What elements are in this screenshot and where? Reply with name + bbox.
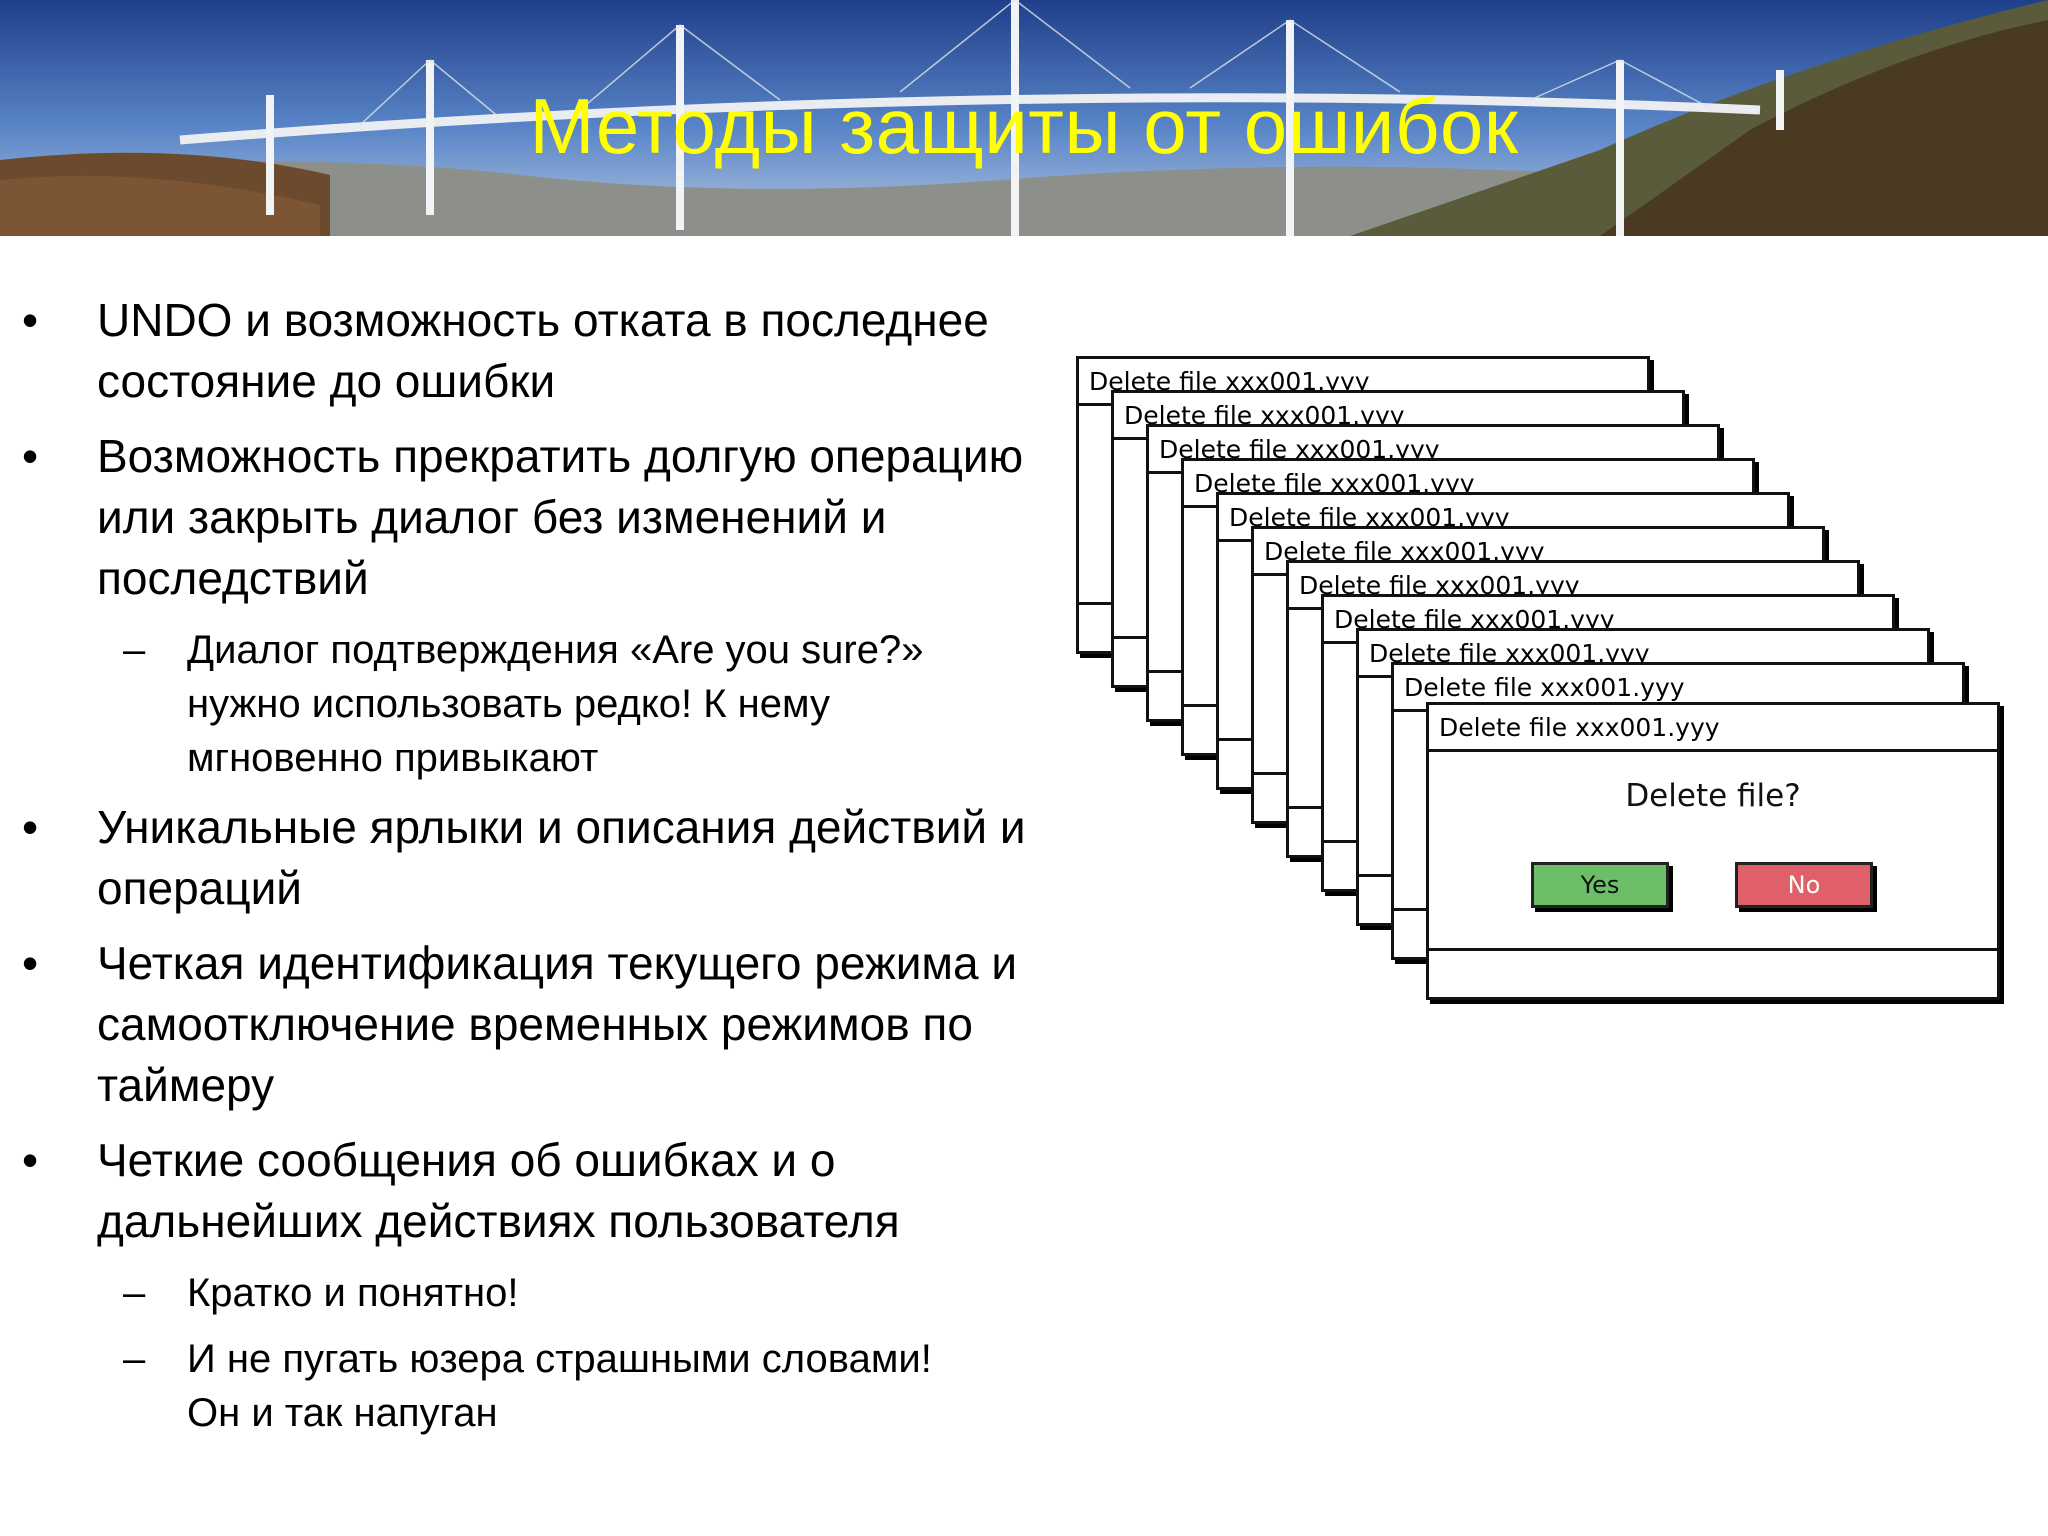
bullet-item: • Четкие сообщения об ошибках и о дальне… — [0, 1130, 1027, 1252]
bullet-text: Уникальные ярлыки и описания действий и … — [97, 801, 1026, 914]
bullet-mark: • — [22, 1134, 39, 1186]
sub-bullet-item: – Кратко и понятно! — [0, 1266, 967, 1320]
dialog-question: Delete file? — [1625, 778, 1801, 814]
bridge-photo — [0, 0, 2048, 236]
dialog-body: Delete file? Yes No — [1429, 752, 1997, 948]
bullet-item: • Четкая идентификация текущего режима и… — [0, 933, 1027, 1116]
bullet-mark: • — [22, 801, 39, 853]
bullet-item: • Уникальные ярлыки и описания действий … — [0, 797, 1027, 919]
bullet-mark: • — [22, 430, 39, 482]
header-banner: Методы защиты от ошибок — [0, 0, 2048, 236]
bullet-item: • UNDO и возможность отката в последнее … — [0, 290, 1027, 412]
sub-bullet-text: Кратко и понятно! — [187, 1271, 519, 1315]
bullet-text: UNDO и возможность отката в последнее со… — [97, 294, 989, 407]
sub-bullet-item: – Диалог подтверждения «Are you sure?» н… — [0, 623, 967, 785]
bullet-text: Возможность прекратить долгую операцию и… — [97, 430, 1024, 604]
dash-mark: – — [123, 1337, 146, 1381]
no-button: No — [1735, 862, 1873, 908]
sub-bullet-text: И не пугать юзера страшными словами! Он … — [187, 1337, 932, 1435]
bullet-mark: • — [22, 294, 39, 346]
slide-title: Методы защиты от ошибок — [529, 82, 1519, 170]
bullet-text: Четкие сообщения об ошибках и о дальнейш… — [97, 1134, 900, 1247]
dash-mark: – — [123, 628, 146, 672]
bullet-text: Четкая идентификация текущего режима и с… — [97, 937, 1018, 1111]
sub-bullet-item: – И не пугать юзера страшными словами! О… — [0, 1332, 967, 1440]
front-dialog: Delete file xxx001.yyy Delete file? Yes … — [1426, 702, 2000, 1000]
bullet-list: • UNDO и возможность отката в последнее … — [0, 290, 1030, 1452]
bullet-item: • Возможность прекратить долгую операцию… — [0, 426, 1027, 609]
dialog-cascade-illustration: Delete file xxx001.yyy Delete file xxx00… — [1070, 350, 2010, 1030]
yes-button: Yes — [1531, 862, 1669, 908]
bullet-mark: • — [22, 937, 39, 989]
sub-bullet-text: Диалог подтверждения «Are you sure?» нуж… — [187, 628, 924, 780]
dialog-title: Delete file xxx001.yyy — [1429, 705, 1997, 752]
dash-mark: – — [123, 1271, 146, 1315]
dialog-footer — [1429, 948, 1997, 997]
